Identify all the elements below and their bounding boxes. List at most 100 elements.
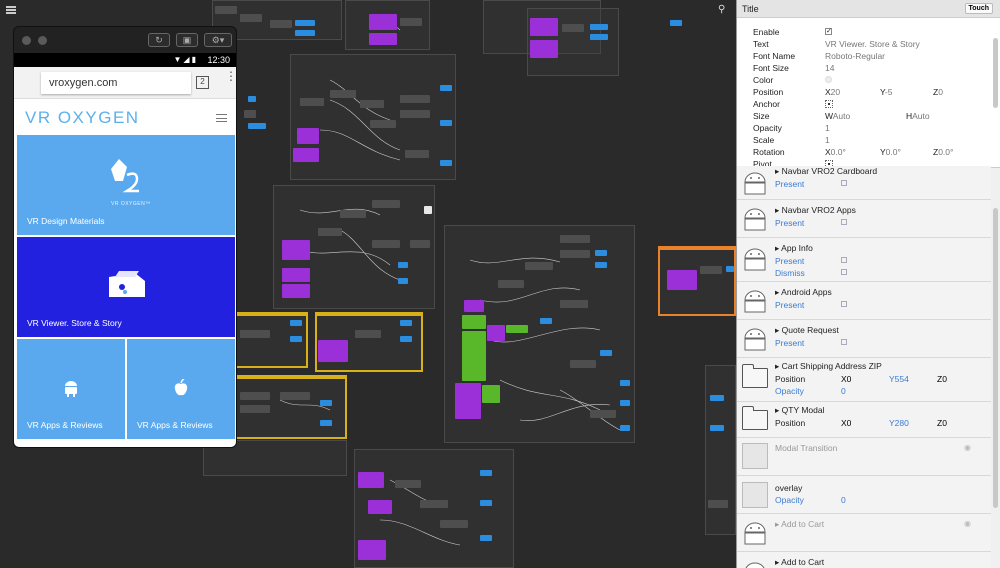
node[interactable] — [248, 123, 266, 129]
node[interactable] — [318, 340, 348, 362]
brand-logo[interactable]: VR OXYGEN — [25, 108, 140, 127]
layer-row[interactable]: overlay Opacity 0 — [737, 476, 991, 514]
node[interactable] — [620, 425, 630, 431]
tile-android-apps[interactable]: VR Apps & Reviews — [17, 339, 125, 439]
node[interactable] — [710, 425, 724, 431]
props-scrollbar[interactable] — [993, 38, 998, 108]
node[interactable] — [358, 472, 384, 488]
more-icon[interactable]: ⋮ — [225, 69, 237, 83]
node[interactable] — [295, 20, 315, 26]
node[interactable] — [560, 300, 588, 308]
node[interactable] — [340, 210, 366, 218]
layer-row[interactable]: ▸ Add to Cart — [737, 552, 991, 568]
node[interactable] — [355, 330, 381, 338]
rotation-z[interactable]: Z0.0° — [933, 147, 954, 157]
position-z[interactable]: Z0 — [933, 87, 943, 97]
node[interactable] — [295, 30, 315, 36]
node[interactable] — [368, 500, 392, 514]
node[interactable] — [570, 360, 596, 368]
node[interactable] — [700, 266, 722, 274]
node[interactable] — [506, 325, 528, 333]
node[interactable] — [480, 535, 492, 541]
layer-pos-x[interactable]: X0 — [841, 374, 852, 384]
layer-row[interactable]: Modal Transition ◉ — [737, 438, 991, 476]
node[interactable] — [398, 278, 408, 284]
layer-checkbox[interactable] — [841, 180, 847, 186]
tile-design-materials[interactable]: VR OXYGEN™ VR Design Materials — [17, 135, 235, 235]
node[interactable] — [600, 350, 612, 356]
node[interactable] — [620, 380, 630, 386]
node[interactable] — [293, 148, 319, 162]
node[interactable] — [420, 500, 448, 508]
url-field[interactable]: vroxygen.com — [41, 72, 191, 94]
node[interactable] — [530, 18, 558, 36]
layer-pos-y[interactable]: Y280 — [889, 418, 909, 428]
node[interactable] — [400, 18, 422, 26]
anchor-icon[interactable] — [825, 100, 833, 108]
node[interactable] — [590, 34, 608, 40]
layer-row[interactable]: ▸ Quote Request Present — [737, 320, 991, 358]
layer-row[interactable]: ▸ Navbar VRO2 Cardboard Present — [737, 166, 991, 200]
node[interactable] — [240, 330, 270, 338]
node[interactable] — [726, 266, 734, 272]
font-name-value[interactable]: Roboto-Regular — [825, 51, 886, 61]
rotation-x[interactable]: X0.0° — [825, 147, 846, 157]
node-canvas[interactable]: ⚲ — [0, 0, 736, 568]
size-h[interactable]: HAuto — [906, 111, 930, 121]
node[interactable] — [482, 385, 500, 403]
canvas-menu-icon[interactable] — [6, 6, 16, 14]
text-value[interactable]: VR Viewer. Store & Story — [825, 39, 920, 49]
node[interactable] — [498, 280, 524, 288]
scale-value[interactable]: 1 — [825, 135, 830, 145]
layers-scrollbar[interactable] — [993, 208, 998, 508]
node[interactable] — [240, 392, 270, 400]
layer-action[interactable]: Present — [775, 179, 805, 189]
node[interactable] — [290, 320, 302, 326]
node[interactable] — [595, 262, 607, 268]
node[interactable] — [708, 500, 728, 508]
refresh-icon[interactable]: ↻ — [148, 33, 170, 47]
layer-pos-z[interactable]: Z0 — [937, 374, 947, 384]
settings-icon[interactable]: ⚙▾ — [204, 33, 232, 47]
node[interactable] — [410, 240, 430, 248]
rotation-y[interactable]: Y0.0° — [880, 147, 901, 157]
node[interactable] — [590, 410, 616, 418]
layer-action[interactable]: Present — [775, 256, 805, 266]
node[interactable] — [282, 284, 310, 298]
visibility-icon[interactable]: ◉ — [964, 443, 971, 452]
node[interactable] — [282, 268, 310, 282]
layer-action[interactable]: Present — [775, 338, 805, 348]
tile-apple-apps[interactable]: VR Apps & Reviews — [127, 339, 235, 439]
search-icon[interactable]: ⚲ — [718, 4, 726, 15]
node[interactable] — [710, 395, 724, 401]
layer-row[interactable]: ▸ Navbar VRO2 Apps Present — [737, 200, 991, 238]
node[interactable] — [372, 240, 400, 248]
node[interactable] — [280, 392, 310, 400]
window-dot[interactable] — [38, 36, 47, 45]
node[interactable] — [562, 24, 584, 32]
layer-action[interactable]: Present — [775, 218, 805, 228]
node[interactable] — [560, 235, 590, 243]
node[interactable] — [540, 318, 552, 324]
node[interactable] — [358, 540, 386, 560]
visibility-icon[interactable]: ◉ — [964, 519, 971, 528]
position-x[interactable]: X20 — [825, 87, 841, 97]
node[interactable] — [318, 228, 342, 236]
node[interactable] — [620, 400, 630, 406]
node[interactable] — [424, 206, 432, 214]
node[interactable] — [440, 120, 452, 126]
tab-count-icon[interactable]: 2 — [196, 76, 209, 89]
node[interactable] — [320, 400, 332, 406]
size-w[interactable]: WAuto — [825, 111, 851, 121]
record-icon[interactable]: ▣ — [176, 33, 198, 47]
layer-checkbox[interactable] — [841, 219, 847, 225]
node[interactable] — [400, 336, 412, 342]
node[interactable] — [244, 110, 256, 118]
node[interactable] — [215, 6, 237, 14]
opacity-value[interactable]: 1 — [825, 123, 830, 133]
node[interactable] — [462, 331, 486, 381]
node[interactable] — [395, 480, 421, 488]
node[interactable] — [455, 383, 481, 419]
node[interactable] — [480, 500, 492, 506]
layer-pos-x[interactable]: X0 — [841, 418, 852, 428]
